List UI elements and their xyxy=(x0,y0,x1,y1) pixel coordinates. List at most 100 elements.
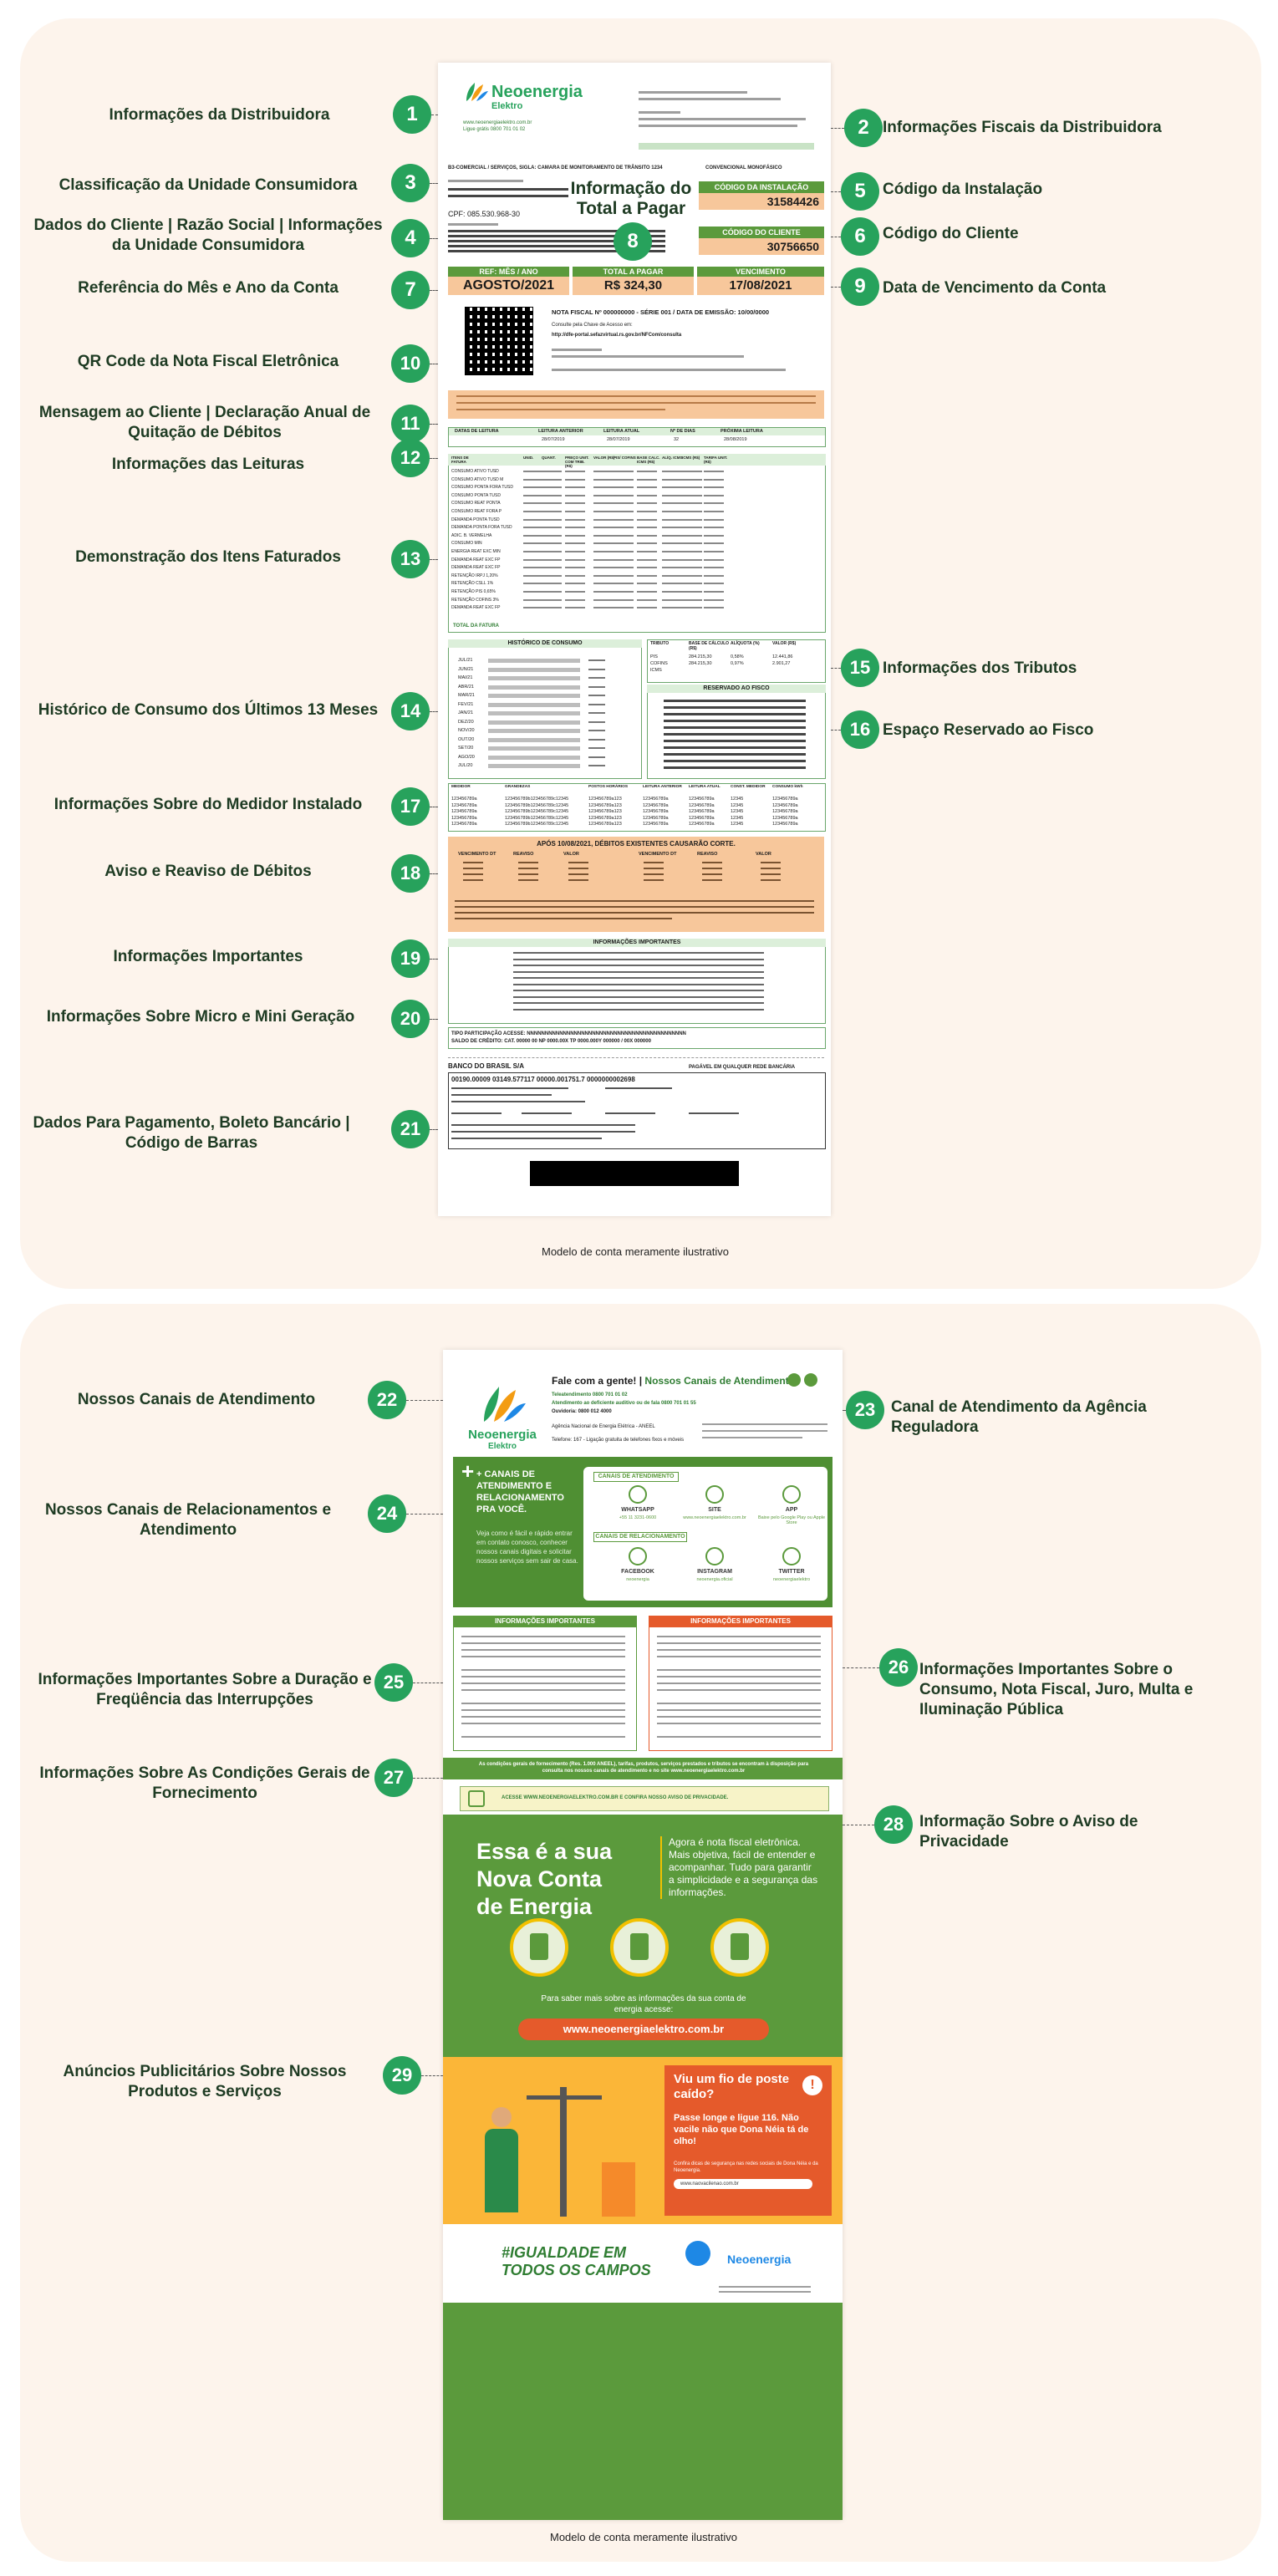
fisco-line xyxy=(664,766,806,769)
label-badge-11: 11 xyxy=(391,405,430,443)
label-text-28: Informação Sobre o Aviso de Privacidade xyxy=(919,1813,1138,1851)
itens-row-value xyxy=(704,567,724,569)
fisco-line xyxy=(664,700,806,702)
aviso-title: APÓS 10/08/2021, DÉBITOS EXISTENTES CAUS… xyxy=(537,840,736,848)
ad-url-button[interactable]: www.neoenergiaelektro.com.br xyxy=(518,2019,769,2040)
itens-header-cell: TARIFA UNIT. (R$) xyxy=(704,456,728,464)
info1-line xyxy=(461,1723,625,1724)
itens-row-value xyxy=(542,567,562,569)
itens-row-label: ENERGIA REAT EXC MIN xyxy=(451,549,501,554)
itens-row-value xyxy=(565,551,585,552)
brand2-name: Neoenergia xyxy=(468,1428,537,1442)
medidor-cell: 123456789a xyxy=(772,822,798,827)
info1-line xyxy=(461,1736,625,1738)
ouvidoria: Ouvidoria: 0800 012 4000 xyxy=(552,1409,612,1414)
info1-line xyxy=(461,1716,625,1718)
itens-row-value xyxy=(523,583,543,585)
info2-line xyxy=(657,1656,821,1657)
label-badge-19: 19 xyxy=(391,939,430,978)
ad-icon-doc xyxy=(731,1933,749,1960)
itens-row-value xyxy=(565,558,585,561)
medidor-cell: 123456789a xyxy=(689,797,715,802)
leituras-table xyxy=(448,427,826,447)
itens-row-value xyxy=(614,558,634,561)
itens-row-value xyxy=(637,607,657,609)
label-text-10: QR Code da Nota Fiscal Eletrônica xyxy=(77,353,339,370)
tributo-cell: ICMS xyxy=(650,668,662,673)
instagram-icon[interactable] xyxy=(705,1547,724,1565)
canal-detail: neoenergia xyxy=(626,1577,649,1582)
itens-row-value xyxy=(565,502,585,505)
brand2-sub: Elektro xyxy=(488,1442,517,1451)
cond-gerais-bar xyxy=(443,1758,843,1779)
itens-row-value xyxy=(682,502,702,505)
phone-app-icon[interactable] xyxy=(782,1485,801,1504)
itens-row-value xyxy=(593,494,614,496)
info2-line xyxy=(657,1703,821,1704)
itens-row-value xyxy=(614,542,634,545)
label-text-11: Mensagem ao Cliente | Declaração Anual d… xyxy=(38,404,371,441)
itens-header-cell: QUANT. xyxy=(542,456,556,460)
label-text-16: Espaço Reservado ao Fisco xyxy=(883,721,1094,739)
label-connector-2 xyxy=(831,128,844,129)
consulta-label: Consulte pela Chave de Acesso em: xyxy=(552,323,633,328)
itens-row-value xyxy=(637,542,657,545)
aviso-text-line xyxy=(455,900,814,902)
medidor-cell: 123456789b123456789c12345 xyxy=(505,822,569,827)
itens-row-value xyxy=(682,598,702,601)
facebook-icon[interactable] xyxy=(629,1547,647,1565)
label-connector-5 xyxy=(831,191,841,192)
historico-value xyxy=(588,685,605,688)
linha-digitavel: 00190.00009 03149.577117 00000.001751.7 … xyxy=(451,1076,635,1083)
label-text-22: Nossos Canais de Atendimento xyxy=(77,1391,316,1408)
label-badge-23: 23 xyxy=(846,1391,884,1429)
historico-bar xyxy=(488,694,580,698)
igualdade: #IGUALDADE EM TODOS OS CAMPOS xyxy=(502,2244,651,2278)
itens-row-value xyxy=(682,494,702,496)
itens-row-value xyxy=(662,551,682,552)
itens-row-value xyxy=(614,486,634,489)
medidor-cell: 12345 xyxy=(731,797,744,802)
itens-row-value xyxy=(523,591,543,593)
historico-bar xyxy=(488,659,580,663)
medidor-cell: 12345 xyxy=(731,809,744,814)
aviso-cell xyxy=(644,862,664,863)
itens-row-value xyxy=(523,607,543,609)
vfio-title: Viu um fio de poste caído? xyxy=(674,2072,790,2101)
label-connector-23 xyxy=(843,1410,846,1411)
itens-row-value xyxy=(565,511,585,512)
fisco-line xyxy=(664,726,806,729)
itens-row-value xyxy=(637,478,657,481)
vfio-illustration xyxy=(460,2070,644,2217)
itens-row-value xyxy=(593,478,614,481)
boleto-line xyxy=(451,1131,635,1133)
tributo-cell: 0,97% xyxy=(731,661,744,666)
whatsapp-icon[interactable] xyxy=(629,1485,647,1504)
medidor-cell: 123456789a xyxy=(451,822,477,827)
vfio-url[interactable]: www.naovacilenao.com.br xyxy=(674,2179,812,2189)
twitter-icon[interactable] xyxy=(782,1547,801,1565)
globe-icon[interactable] xyxy=(705,1485,724,1504)
itens-row-value xyxy=(614,471,634,472)
aviso-cell xyxy=(644,879,664,881)
itens-row-value xyxy=(682,583,702,585)
label-connector-7 xyxy=(430,290,438,291)
medidor-cell: 123456789b123456789c12345 xyxy=(505,815,569,821)
label-badge-20: 20 xyxy=(391,1000,430,1038)
boleto-line xyxy=(689,1112,739,1114)
label-badge-4: 4 xyxy=(391,219,430,257)
itens-row-value xyxy=(523,471,543,472)
aviso-cell xyxy=(568,873,588,875)
tributo-cell: 284.215,30 xyxy=(689,654,712,659)
lock-icon xyxy=(468,1790,485,1807)
label-text-4: Dados do Cliente | Razão Social | Inform… xyxy=(33,216,383,254)
itens-row-value xyxy=(565,574,585,577)
info-line xyxy=(513,990,764,991)
itens-row-value xyxy=(593,471,614,472)
itens-row-value xyxy=(662,607,682,609)
aviso-cell xyxy=(463,873,483,875)
itens-row-value xyxy=(614,607,634,609)
canal-name: INSTAGRAM xyxy=(697,1569,732,1575)
itens-row-label: DEMANDA REAT EXC FP xyxy=(451,605,501,611)
label-connector-29 xyxy=(421,2075,443,2076)
